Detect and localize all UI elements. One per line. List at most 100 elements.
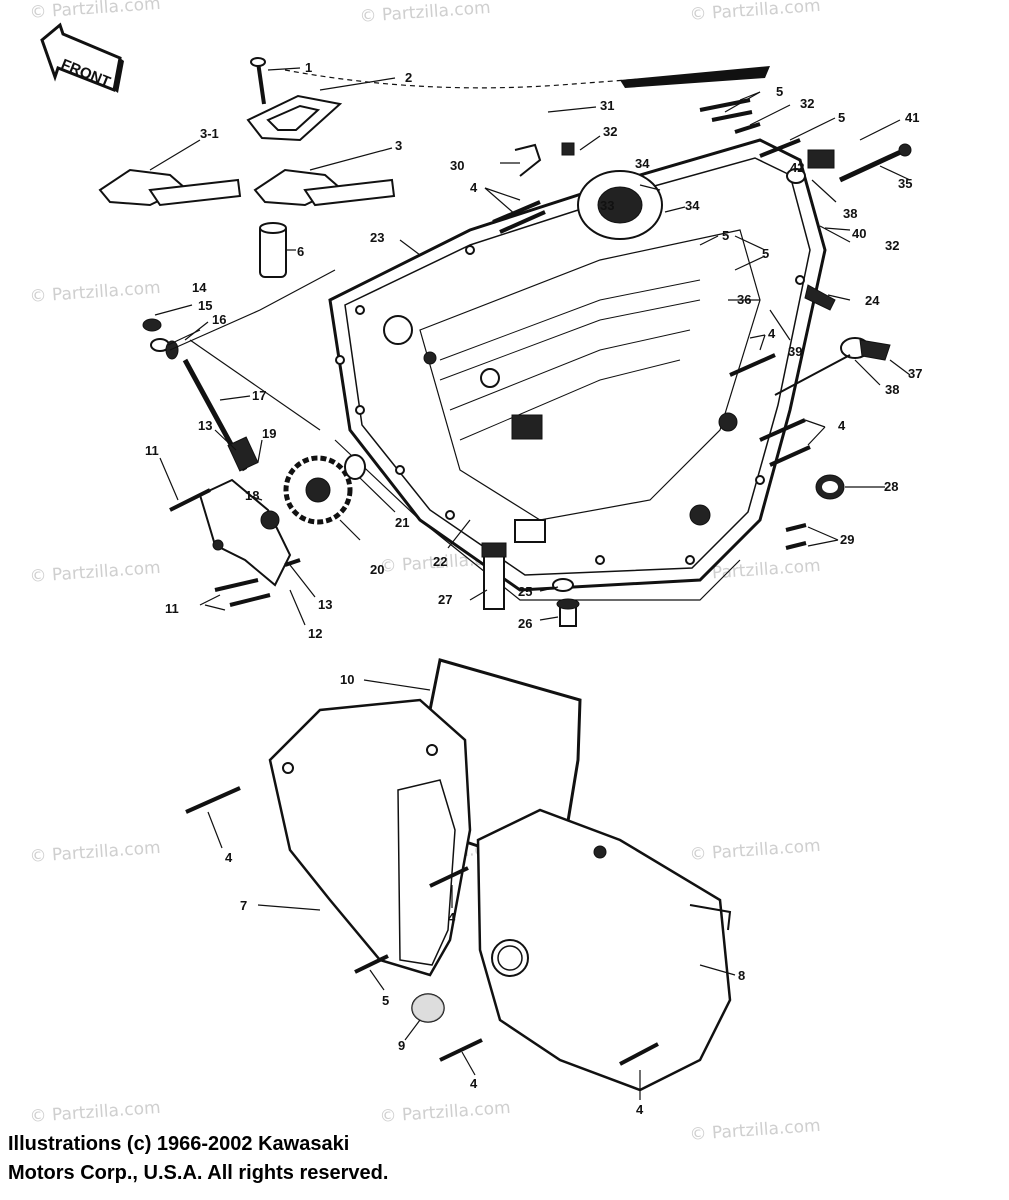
callout-34: 34	[685, 198, 700, 213]
callout-9: 9	[398, 1038, 405, 1053]
callout-8: 8	[738, 968, 745, 983]
part-14-15-nuts	[142, 318, 179, 360]
front-arrow-icon: FRONT	[40, 22, 124, 93]
part-24-clip	[804, 284, 836, 311]
callout-1: 1	[305, 60, 312, 75]
watermark: © Partzilla.com	[689, 0, 821, 25]
callout-42: 42	[790, 160, 804, 175]
part-37-cap	[840, 337, 891, 361]
copyright-line-1: Illustrations (c) 1966-2002 Kawasaki	[8, 1133, 350, 1155]
callout-38: 38	[843, 206, 857, 221]
callout-29: 29	[840, 532, 854, 547]
callout-labels: 1 2 3 3-1 4 4 4 4 4 4 4 5 5 5 5 5 6 7 8 …	[145, 60, 922, 1117]
callout-2: 2	[405, 70, 412, 85]
callout-37: 37	[908, 366, 922, 381]
callout-36: 36	[737, 292, 751, 307]
callout-3: 3	[395, 138, 402, 153]
part-22-gasket	[334, 439, 741, 601]
watermark: © Partzilla.com	[29, 1098, 161, 1127]
watermark: © Partzilla.com	[29, 278, 161, 307]
callout-5: 5	[776, 84, 783, 99]
part-35-bolt	[838, 143, 912, 183]
callout-33: 33	[600, 198, 614, 213]
callout-5: 5	[838, 110, 845, 125]
copyright-notice: Illustrations (c) 1966-2002 Kawasaki Mot…	[8, 1130, 608, 1188]
reference-line	[284, 69, 761, 89]
callout-39: 39	[788, 344, 802, 359]
callout-32: 32	[603, 124, 617, 139]
callout-7: 7	[240, 898, 247, 913]
part-9-cap	[411, 993, 445, 1023]
callout-11: 11	[145, 443, 159, 458]
callout-20: 20	[370, 562, 384, 577]
callout-41: 41	[905, 110, 919, 125]
watermark: © Partzilla.com	[689, 1116, 821, 1145]
callout-4: 4	[225, 850, 233, 865]
part-3-1-cover	[98, 168, 242, 207]
part-38-gauge	[774, 354, 851, 396]
part-7-cover	[268, 698, 472, 977]
callout-4: 4	[636, 1102, 644, 1117]
callout-4: 4	[838, 418, 846, 433]
part-20-gear	[283, 455, 353, 525]
callout-5: 5	[762, 246, 769, 261]
bolts-4-5-lower	[185, 786, 659, 1066]
callout-6: 6	[297, 244, 304, 259]
callout-22: 22	[433, 554, 447, 569]
guide-line	[189, 339, 321, 431]
part-3-cover	[253, 168, 396, 207]
callout-19: 19	[262, 426, 276, 441]
part-29-screws	[785, 523, 807, 550]
copyright-line-2: Motors Corp., U.S.A. All rights reserved…	[8, 1162, 389, 1184]
callout-4: 4	[470, 1076, 478, 1091]
callout-25: 25	[518, 584, 532, 599]
part-17-shaft	[182, 358, 259, 472]
callout-18: 18	[245, 488, 259, 503]
watermark: © Partzilla.com	[379, 1098, 511, 1127]
watermark: © Partzilla.com	[689, 836, 821, 865]
callout-4: 4	[470, 180, 478, 195]
callout-26: 26	[518, 616, 532, 631]
part-23-crankcase-cover	[328, 138, 827, 592]
watermark: © Partzilla.com	[29, 558, 161, 587]
watermark: © Partzilla.com	[29, 0, 161, 23]
callout-14: 14	[192, 280, 207, 295]
callout-3-1: 3-1	[200, 126, 219, 141]
watermark: © Partzilla.com	[359, 0, 491, 27]
part-41-plug	[786, 149, 835, 184]
callout-12: 12	[308, 626, 322, 641]
callout-32: 32	[800, 96, 814, 111]
callout-27: 27	[438, 592, 452, 607]
callout-35: 35	[898, 176, 912, 191]
bolts-4-5-top	[492, 98, 811, 467]
part-1-bolt	[250, 57, 266, 105]
part-6-pipe	[259, 222, 287, 278]
part-8-cover	[476, 808, 732, 1092]
part-13-pin	[284, 558, 301, 567]
callout-38: 38	[885, 382, 899, 397]
part-27-bolt	[481, 542, 507, 610]
guide-line	[169, 269, 336, 351]
part-32-screw	[561, 142, 575, 156]
cover-bolt-holes	[335, 245, 805, 565]
callout-13: 13	[318, 597, 332, 612]
callout-13: 13	[198, 418, 212, 433]
callout-11: 11	[165, 601, 179, 616]
callout-23: 23	[370, 230, 384, 245]
part-30-bracket	[514, 143, 542, 177]
part-2-gasket	[246, 94, 343, 142]
part-28-seal	[815, 474, 845, 500]
callout-32: 32	[885, 238, 899, 253]
callout-4: 4	[768, 326, 776, 341]
part-21-washer	[344, 454, 366, 480]
callout-31: 31	[600, 98, 614, 113]
part-25-washer	[552, 578, 574, 592]
callout-5: 5	[722, 228, 729, 243]
callout-17: 17	[252, 388, 266, 403]
callout-5: 5	[382, 993, 389, 1008]
callout-15: 15	[198, 298, 212, 313]
callout-40: 40	[852, 226, 866, 241]
part-12-bracket	[198, 478, 292, 587]
callout-21: 21	[395, 515, 409, 530]
